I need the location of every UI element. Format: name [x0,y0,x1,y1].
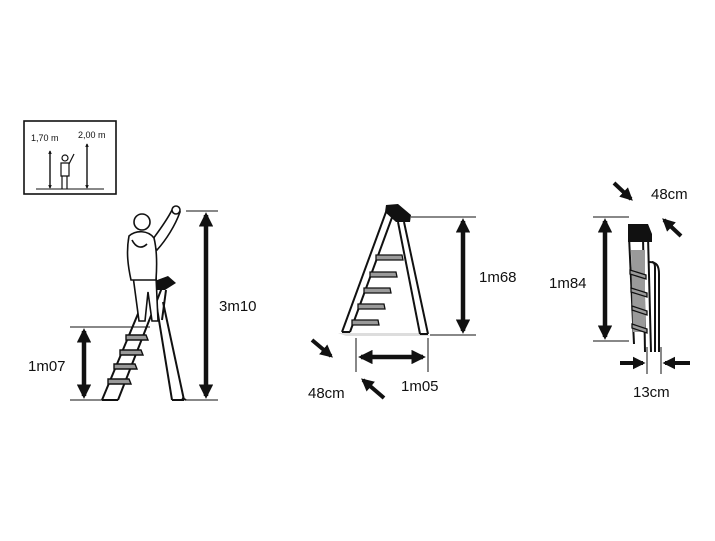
ladder-folded-depth-label: 48cm [651,186,688,203]
inset-label-reach-height: 2,00 m [78,130,106,140]
ladder-folded-handrail [648,261,660,352]
ladder-open-width-label: 1m05 [401,378,439,395]
ladder-in-use-figure: 3m10 1m07 [28,205,257,401]
ladder-open-floor-shadow [338,333,430,336]
ladder-handrail [161,289,167,321]
person-figure [126,205,182,322]
ladder-folded-height-label: 1m84 [549,275,587,292]
ladder-open-depth-label: 48cm [308,385,345,402]
ladder-folded-depth-arrow-lower [662,218,683,238]
platform-height-label: 1m07 [28,358,66,375]
person-left-arm [131,239,148,248]
height-reference-inset: 1,70 m 2,00 m [23,120,117,195]
person-right-hand [171,205,181,215]
ladder-open-height-label: 1m68 [479,269,517,286]
person-torso [126,230,158,281]
ladder-open-top-cap [385,204,411,222]
ladder-folded-thickness-label: 13cm [633,384,670,401]
ladder-open-back-legs [397,221,429,335]
ladder-open-treads [351,254,404,326]
platform-height-dimension: 1m07 [28,326,150,401]
ladder-open-depth-arrow-lower [361,378,386,400]
ladder-open-figure: 1m68 48cm 1m05 [308,204,517,402]
ladder-open-depth-arrow-upper [310,338,333,358]
inset-label-person-height: 1,70 m [31,133,59,143]
inset-person-icon [60,153,75,189]
ladder-folded-depth-arrow-upper [612,181,633,201]
ladder-folded-top-cap [628,224,652,242]
reach-height-dimension: 3m10 [186,210,257,401]
person-legs [132,275,159,322]
inset-frame [23,120,117,195]
reach-height-label: 3m10 [219,298,257,315]
ladder-back-legs [155,301,187,401]
ladder-folded-treads [629,269,648,334]
ladder-treads [107,334,150,385]
ladder-folded-figure: 48cm 1m84 13cm [549,181,690,401]
person-head [133,213,151,231]
